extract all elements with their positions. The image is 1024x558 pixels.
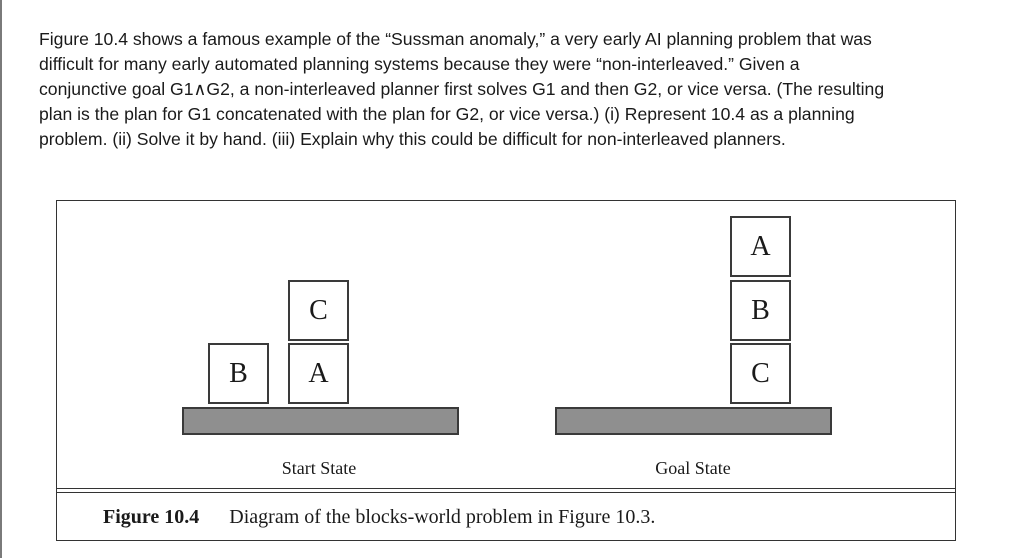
question-line: problem. (ii) Solve it by hand. (iii) Ex…: [39, 129, 786, 149]
caption-divider-bottom: [57, 492, 955, 493]
question-line: plan is the plan for G1 concatenated wit…: [39, 104, 855, 124]
figure-diagram-panel: B A C Start State A B C Goal State: [57, 201, 955, 489]
start-block-b: B: [208, 343, 269, 404]
start-block-a: A: [288, 343, 349, 404]
start-block-c: C: [288, 280, 349, 341]
start-state-label: Start State: [281, 458, 357, 478]
goal-block-b: B: [730, 280, 791, 341]
question-text: Figure 10.4 shows a famous example of th…: [39, 27, 999, 152]
question-line: difficult for many early automated plann…: [39, 54, 800, 74]
start-table: [182, 407, 459, 435]
figure-caption-text: Diagram of the blocks-world problem in F…: [229, 506, 656, 528]
figure-number: Figure 10.4: [103, 506, 200, 528]
question-line: conjunctive goal G1∧G2, a non-interleave…: [39, 79, 885, 99]
figure-blocks-world: B A C Start State A B C Goal State Figur…: [56, 200, 956, 541]
goal-block-a: A: [730, 216, 791, 277]
figure-caption: Figure 10.4 Diagram of the blocks-world p…: [103, 506, 655, 529]
question-line: Figure 10.4 shows a famous example of th…: [39, 29, 872, 49]
goal-table: [555, 407, 832, 435]
goal-block-c: C: [730, 343, 791, 404]
goal-state-label: Goal State: [655, 458, 731, 478]
page-left-edge: [0, 0, 2, 558]
caption-divider-top: [57, 488, 955, 489]
